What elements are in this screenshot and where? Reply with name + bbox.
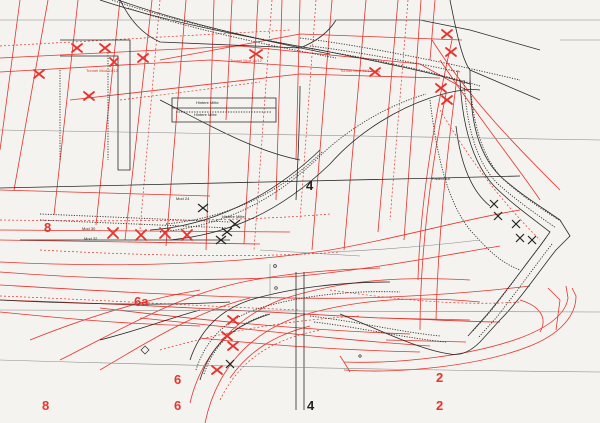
piece-number-8-mid: 8 [44,220,51,235]
markers [140,264,362,358]
label-hintere-mitte-1: Hintere Mitte [196,100,219,105]
gray-pattern-lines [0,19,600,373]
piece-number-6-mid: 6 [174,372,181,387]
piece-number-4-bottom: 4 [307,398,315,413]
label-tunnel-3: Tunnel Mod 11/12 [340,68,373,73]
scissor-marks [197,199,537,369]
label-mark-32: Mod 32 [84,236,98,241]
piece-number-8-bottom: 8 [42,398,49,413]
label-mark-24: Mod 24 [176,196,190,201]
label-tunnel-1: Tunnel Mod 11/12 [86,68,119,73]
label-mark-30: Mod 30 [82,226,96,231]
label-fadenlauf: Fadenlauf [432,176,451,181]
piece-number-4-mid: 4 [306,178,314,193]
piece-number-6a: 6a [134,294,149,309]
label-tunnel-2: Tunnel Mod 11/12 [230,58,263,63]
piece-number-6-bottom: 6 [174,398,181,413]
piece-number-2-right: 2 [436,370,443,385]
label-hintere-mitte-2: Hintere Mitte [194,112,217,117]
small-labels: Fadenlauf Hintere Mitte Hintere Mitte Hi… [82,58,451,241]
red-dashed-lines [0,0,541,401]
red-cross-marks [33,29,457,375]
piece-number-2-bottom: 2 [436,398,443,413]
label-hintere-mitte-3: Hintere Mitte [222,214,245,219]
black-seam-lines [39,0,563,375]
piece-numbers: 8 4 6a 6 2 8 6 4 2 [42,178,443,413]
